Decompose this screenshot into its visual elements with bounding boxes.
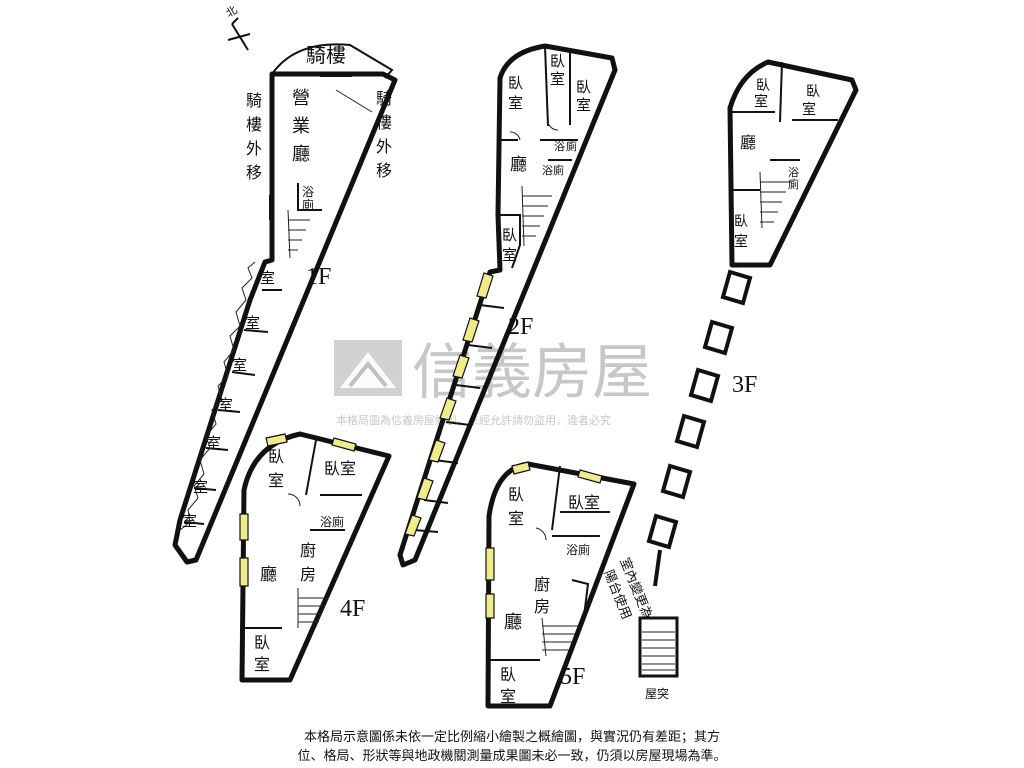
1f-room-5: 室: [206, 434, 221, 452]
5f-bed-a-1: 臥: [508, 485, 524, 504]
3f-bed-c-1: 臥: [734, 214, 748, 230]
1f-arcade-right-3: 外: [376, 137, 392, 156]
3f-bath-2: 廁: [788, 177, 799, 191]
3f-bed-b-1: 臥: [806, 84, 820, 100]
4f-kitchen-1: 廚: [300, 541, 316, 560]
1f-room-2: 室: [245, 314, 260, 332]
2f-floor-label: 2F: [508, 314, 533, 340]
1f-room-3: 室: [232, 356, 247, 374]
2f-bed-d-2: 室: [502, 246, 517, 264]
5f-bath: 浴廁: [566, 542, 590, 557]
4f-bed-b: 臥室: [324, 459, 356, 478]
1f-hall-char-3: 廳: [292, 144, 310, 165]
1f-room-dividers: [183, 289, 282, 525]
arcade-outline: [271, 43, 394, 79]
1f-arcade-left-1: 騎: [246, 91, 262, 110]
5f-hall: 廳: [504, 612, 522, 633]
1f-outline: [172, 71, 398, 565]
1f-room-1: 室: [260, 269, 275, 287]
1f-arcade-right-1: 騎: [376, 89, 392, 108]
1f-room-6: 室: [193, 478, 208, 496]
4f-windows: [239, 433, 357, 587]
2f-bed-c-1: 臥: [576, 78, 591, 96]
1f-arcade-left-2: 樓: [246, 115, 262, 134]
roof-label: 屋突: [645, 686, 669, 701]
north-arrow-icon: 北: [224, 3, 251, 51]
watermark-logo: [334, 340, 402, 396]
3f-strip: [646, 269, 753, 587]
1f-arcade-left-3: 外: [246, 139, 262, 158]
2f-bed-d-1: 臥: [502, 226, 517, 244]
1f-hall-char-1: 營: [292, 88, 310, 109]
disclaimer-line-2: 位、格局、形狀等與地政機關測量成果圖未必一致，仍須以房屋現場為準。: [297, 749, 727, 764]
4f-bath: 浴廁: [320, 514, 344, 529]
3f-bed-b-2: 室: [802, 101, 816, 118]
5f-outline: [485, 461, 637, 709]
floor-1f: 騎樓 營 業 廳 騎 樓 外 移 騎 樓 外 移 浴 廁 室 室 室 室 室 室: [172, 43, 398, 565]
2f-bed-c-2: 室: [576, 96, 591, 114]
1f-exterior-zigzag: [179, 261, 256, 531]
1f-arcade-right-4: 移: [376, 161, 392, 180]
5f-floor-label: 5F: [560, 664, 585, 690]
2f-bed-b-1: 臥: [550, 52, 565, 70]
4f-bed-c-1: 臥: [254, 633, 270, 652]
floor-4f: 臥 室 臥室 廚 房 廳 臥 室 浴廁 4F: [239, 431, 392, 683]
floor-3f: 臥 室 臥 室 廳 臥 室 浴 廁 3F: [646, 59, 859, 587]
3f-bed-a-1: 臥: [756, 78, 770, 94]
floor-plan-drawing: 信義房屋 本格局圖為信義房屋繪製，未經允許請勿盜用，違者必究 北: [172, 3, 859, 709]
3f-bed-a-2: 室: [754, 93, 768, 110]
disclaimer-line-1: 本格局示意圖係未依一定比例縮小繪製之概繪圖，與實況仍有差距；其方: [303, 730, 720, 745]
4f-floor-label: 4F: [340, 596, 365, 622]
1f-floor-label: 1F: [306, 264, 331, 290]
1f-arcade-right-2: 樓: [376, 113, 392, 132]
2f-windows: [404, 272, 494, 537]
5f-kitchen-2: 房: [534, 597, 550, 616]
2f-bath2: 浴廁: [542, 163, 564, 177]
2f-hall: 廳: [510, 155, 527, 175]
5f-bed-c-2: 室: [500, 687, 516, 706]
floor-5f: 臥 室 臥室 廚 房 廳 臥 室 浴廁 室內變更為 陽台使用 5F: [485, 461, 655, 709]
1f-room-7: 室: [182, 512, 197, 530]
5f-kitchen-1: 廚: [534, 575, 550, 594]
floor-2f: 臥 室 臥 室 臥 室 廳 臥 室 浴 廁 浴廁 2F: [397, 43, 618, 568]
watermark: 信義房屋 本格局圖為信義房屋繪製，未經允許請勿盜用，違者必究: [334, 338, 652, 427]
1f-arcade-label: 騎樓: [306, 43, 346, 67]
5f-bed-a-2: 室: [508, 509, 524, 528]
3f-bed-c-2: 室: [734, 233, 748, 250]
3f-outline: [727, 59, 859, 268]
1f-hall-char-2: 業: [292, 116, 310, 137]
disclaimer: 本格局示意圖係未依一定比例縮小繪製之概繪圖，與實況仍有差距；其方 位、格局、形狀…: [0, 728, 1024, 766]
5f-bed-c-1: 臥: [500, 665, 516, 684]
2f-bath-1: 浴: [554, 140, 565, 153]
4f-bed-a-1: 臥: [268, 447, 284, 466]
roof-structure: 屋突: [638, 616, 679, 701]
4f-kitchen-2: 房: [300, 565, 316, 584]
1f-room-4: 室: [218, 396, 233, 414]
1f-bath-2: 廁: [302, 197, 314, 212]
4f-bed-a-2: 室: [268, 471, 284, 490]
3f-bath-1: 浴: [788, 166, 799, 179]
5f-windows: [485, 461, 603, 619]
4f-bed-c-2: 室: [254, 655, 270, 674]
1f-bath-1: 浴: [302, 185, 314, 199]
3f-hall: 廳: [740, 133, 756, 152]
3f-floor-label: 3F: [732, 372, 757, 398]
2f-bath-2: 廁: [566, 139, 577, 153]
2f-bed-a-1: 臥: [508, 74, 523, 92]
1f-arcade-left-4: 移: [246, 163, 262, 182]
2f-bed-b-2: 室: [550, 70, 565, 88]
2f-bed-a-2: 室: [508, 94, 523, 112]
4f-hall: 廳: [260, 565, 277, 585]
5f-bed-b: 臥室: [568, 493, 600, 512]
